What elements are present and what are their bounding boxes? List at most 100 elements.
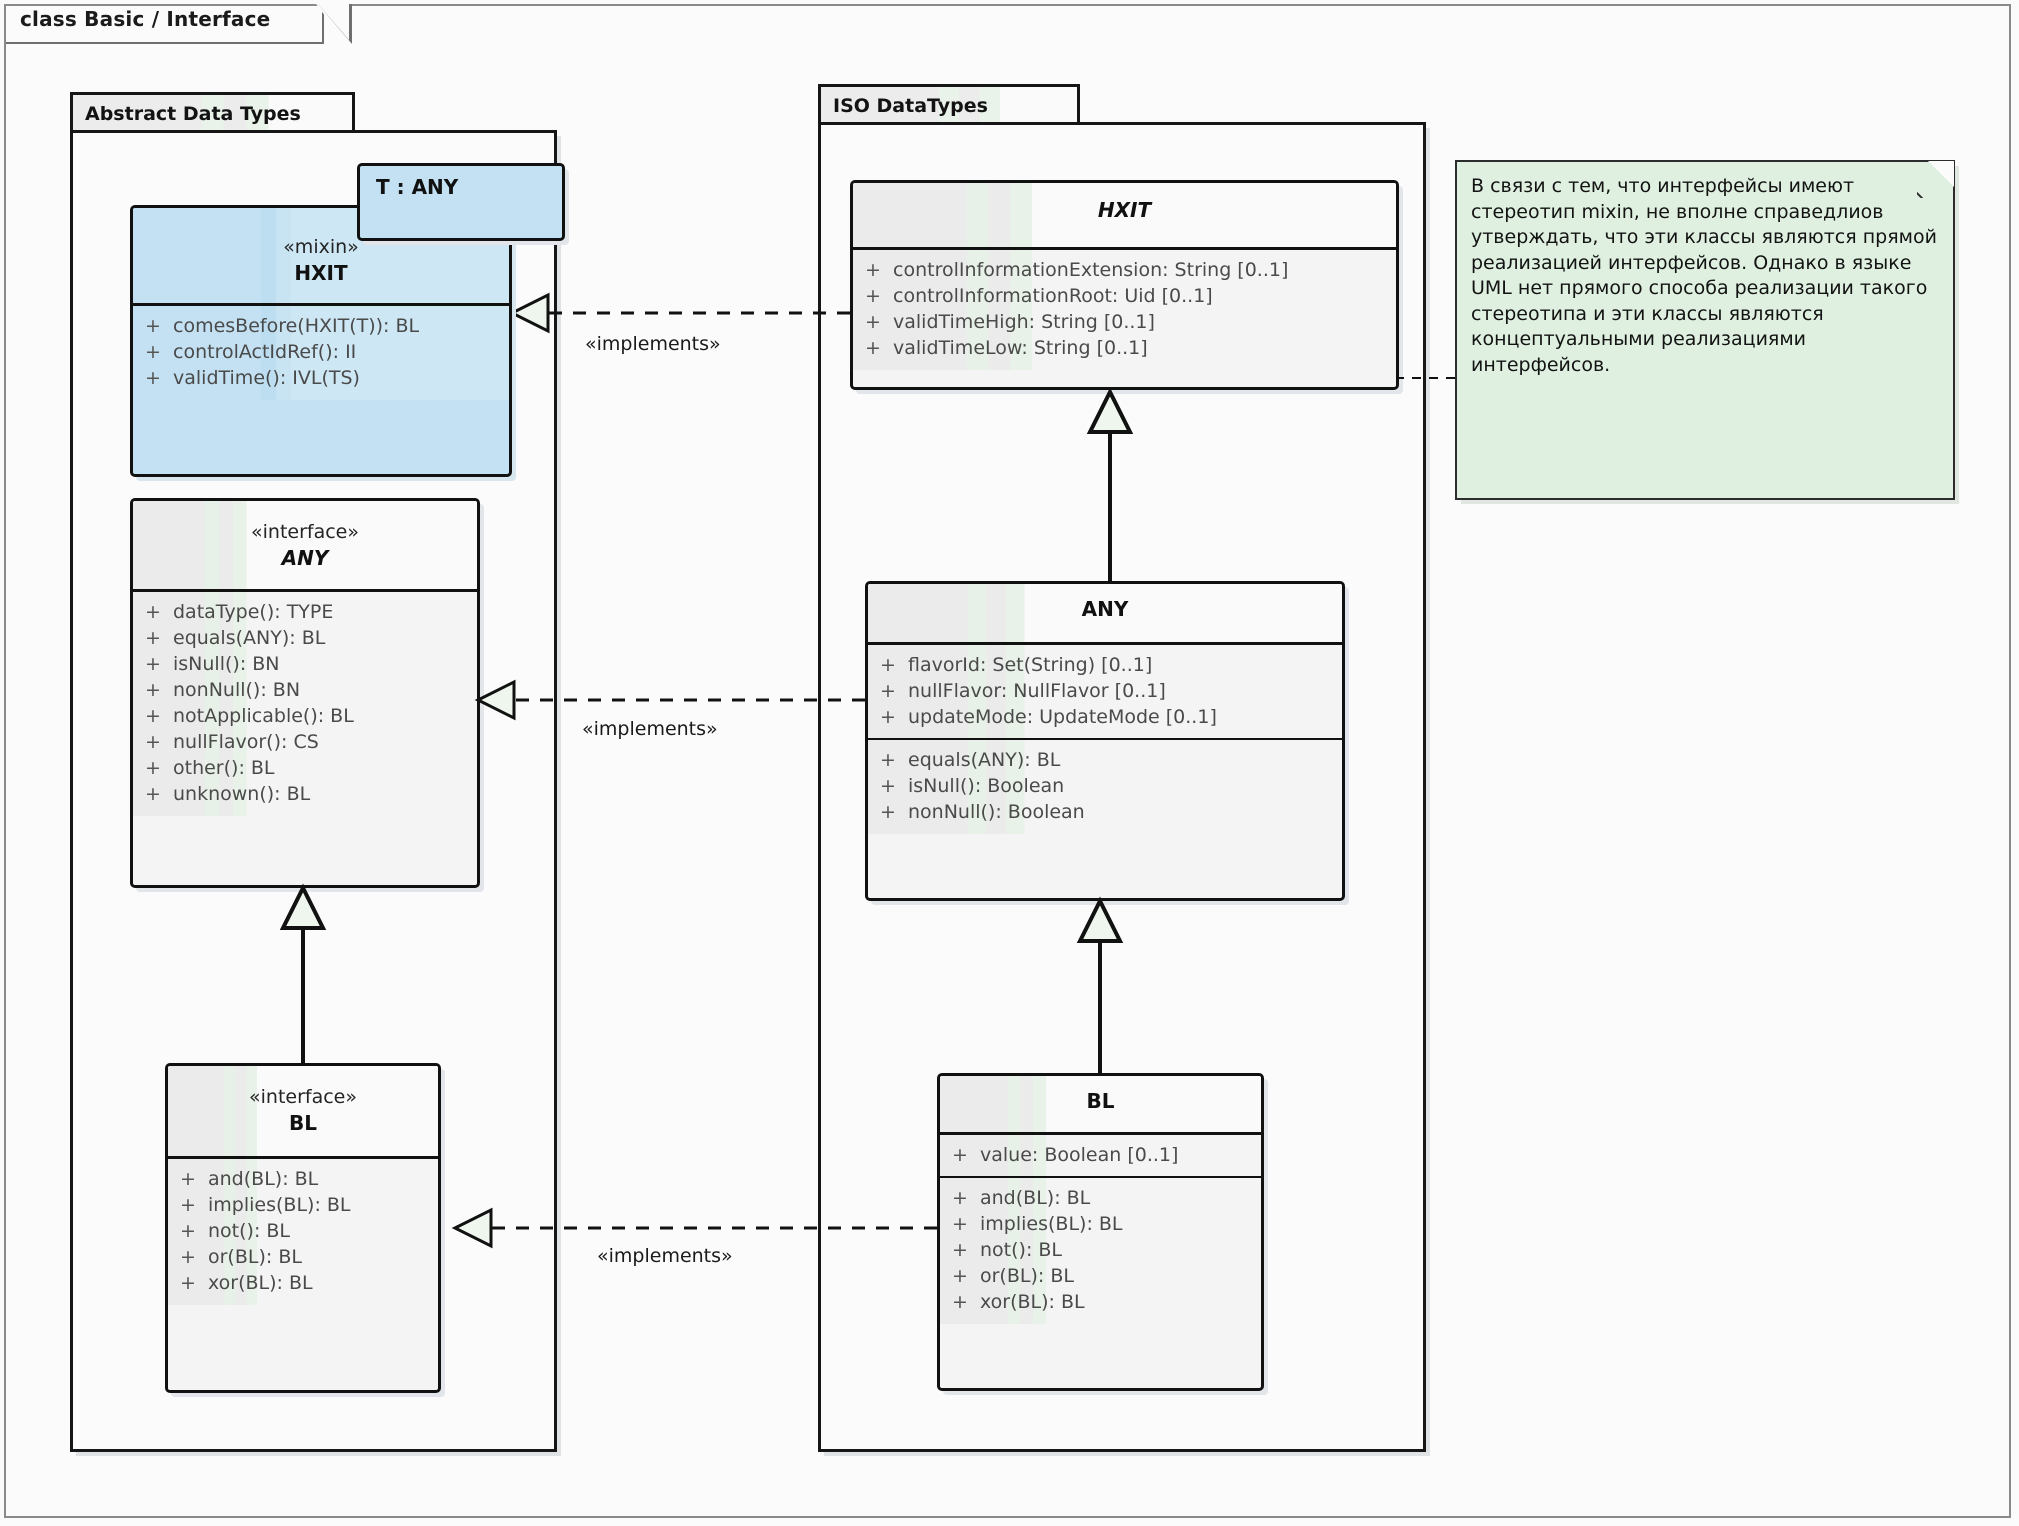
feature-text: xor(BL): BL xyxy=(980,1291,1085,1313)
feature-text: flavorId: Set(String) [0..1] xyxy=(908,654,1153,676)
visibility-marker: + xyxy=(865,337,881,359)
feature-text: implies(BL): BL xyxy=(208,1194,351,1216)
class-feature: +or(BL): BL xyxy=(940,1263,1261,1289)
class-feature: + implies(BL): BL xyxy=(940,1211,1261,1237)
visibility-marker: + xyxy=(880,775,896,797)
class-feature: +isNull(): BN xyxy=(133,651,477,677)
class-feature: + xor(BL): BL xyxy=(168,1270,438,1296)
package-title-abstract-data-types: Abstract Data Types xyxy=(85,103,301,125)
visibility-marker: + xyxy=(180,1194,196,1216)
class-feature: +controlInformationExtension: String [0.… xyxy=(853,257,1396,283)
feature-text: and(BL): BL xyxy=(208,1168,319,1190)
visibility-marker: + xyxy=(180,1272,196,1294)
visibility-marker: + xyxy=(145,679,161,701)
class-operations-compartment: + and(BL): BL + implies(BL): BL + not(): BL… xyxy=(168,1159,438,1305)
class-iso-any[interactable]: ANY + flavorId: Set(String) [0..1] + nullF… xyxy=(865,581,1345,901)
feature-text: notApplicable(): BL xyxy=(173,705,354,727)
class-name: BL xyxy=(1086,1089,1115,1113)
visibility-marker: + xyxy=(880,680,896,702)
class-feature: +updateMode: UpdateMode [0..1] xyxy=(868,704,1342,730)
realization-label-bl: «implements» xyxy=(597,1245,733,1267)
diagram-title: class Basic / Interface xyxy=(20,7,271,31)
visibility-marker: + xyxy=(180,1220,196,1242)
class-stereotype: «interface» xyxy=(251,521,359,543)
visibility-marker: + xyxy=(880,654,896,676)
visibility-marker: + xyxy=(865,285,881,307)
class-feature: +nonNull(): BN xyxy=(133,677,477,703)
class-feature: + validTimeHigh: String [0..1] xyxy=(853,309,1396,335)
class-header: «interface» ANY xyxy=(133,501,477,589)
feature-text: nonNull(): Boolean xyxy=(908,801,1085,823)
class-header: ANY xyxy=(868,584,1342,642)
class-feature: +nonNull(): Boolean xyxy=(868,799,1342,825)
compartment-separator xyxy=(940,1132,1261,1135)
class-feature: + nullFlavor(): CS xyxy=(133,729,477,755)
feature-text: unknown(): BL xyxy=(173,783,311,805)
feature-text: or(BL): BL xyxy=(980,1265,1074,1287)
visibility-marker: + xyxy=(145,783,161,805)
compartment-separator xyxy=(853,247,1396,250)
class-feature: +equals(ANY): BL xyxy=(868,747,1342,773)
feature-text: implies(BL): BL xyxy=(980,1213,1123,1235)
class-feature: + other(): BL xyxy=(133,755,477,781)
feature-text: comesBefore(HXIT(T)): BL xyxy=(173,315,420,337)
class-feature: +notApplicable(): BL xyxy=(133,703,477,729)
visibility-marker: + xyxy=(880,706,896,728)
visibility-marker: + xyxy=(180,1168,196,1190)
class-attributes-compartment: + flavorId: Set(String) [0..1] + nullFlavo… xyxy=(868,645,1342,738)
visibility-marker: + xyxy=(865,311,881,333)
class-iso-bl[interactable]: BL + value: Boolean [0..1] + and(BL): BL +… xyxy=(937,1073,1264,1391)
feature-text: other(): BL xyxy=(173,757,275,779)
feature-text: and(BL): BL xyxy=(980,1187,1091,1209)
feature-text: nullFlavor: NullFlavor [0..1] xyxy=(908,680,1166,702)
feature-text: validTimeHigh: String [0..1] xyxy=(893,311,1155,333)
visibility-marker: + xyxy=(952,1144,968,1166)
class-header: «interface» BL xyxy=(168,1066,438,1156)
visibility-marker: + xyxy=(145,653,161,675)
class-operations-compartment: +comesBefore(HXIT(T)): BL +controlActIdR… xyxy=(133,306,509,400)
feature-text: nullFlavor(): CS xyxy=(173,731,319,753)
compartment-separator xyxy=(868,738,1342,740)
class-feature: + dataType(): TYPE xyxy=(133,599,477,625)
class-stereotype: «interface» xyxy=(249,1086,357,1108)
class-name: BL xyxy=(289,1111,317,1135)
class-feature: +xor(BL): BL xyxy=(940,1289,1261,1315)
class-feature: +controlActIdRef(): II xyxy=(133,339,509,365)
class-feature: + not(): BL xyxy=(168,1218,438,1244)
visibility-marker: + xyxy=(145,627,161,649)
class-attributes-compartment: +controlInformationExtension: String [0.… xyxy=(853,250,1396,370)
class-header: HXIT xyxy=(853,183,1396,247)
class-abstract-any[interactable]: «interface» ANY +dataType(): TYPE +equal… xyxy=(130,498,480,888)
feature-text: xor(BL): BL xyxy=(208,1272,313,1294)
visibility-marker: + xyxy=(145,601,161,623)
feature-text: dataType(): TYPE xyxy=(173,601,334,623)
visibility-marker: + xyxy=(952,1213,968,1235)
class-abstract-hxit[interactable]: «mixin» HXIT +comesBefore(HXIT(T)): BL +… xyxy=(130,205,512,477)
class-operations-compartment: +equals(ANY): BL +isNull(): Boolean +non… xyxy=(868,740,1342,834)
compartment-separator xyxy=(168,1156,438,1159)
class-operations-compartment: +dataType(): TYPE +equals(ANY): BL +isNu… xyxy=(133,592,477,816)
class-feature: +comesBefore(HXIT(T)): BL xyxy=(133,313,509,339)
visibility-marker: + xyxy=(952,1187,968,1209)
feature-text: value: Boolean [0..1] xyxy=(980,1144,1179,1166)
visibility-marker: + xyxy=(880,749,896,771)
feature-text: not(): BL xyxy=(208,1220,291,1242)
class-name: HXIT xyxy=(1097,198,1152,222)
class-feature: +or(BL): BL xyxy=(168,1244,438,1270)
realization-label-hxit: «implements» xyxy=(585,333,721,355)
feature-text: validTime(): IVL(TS) xyxy=(173,367,360,389)
visibility-marker: + xyxy=(865,259,881,281)
class-feature: +validTimeLow: String [0..1] xyxy=(853,335,1396,361)
visibility-marker: + xyxy=(145,757,161,779)
class-feature: +controlInformationRoot: Uid [0..1] xyxy=(853,283,1396,309)
frame-tab-corner-inner xyxy=(318,4,349,40)
class-feature: + nullFlavor: NullFlavor [0..1] xyxy=(868,678,1342,704)
template-parameter-label: T : ANY xyxy=(376,175,459,199)
class-stereotype: «mixin» xyxy=(283,236,359,258)
class-feature: + and(BL): BL xyxy=(940,1185,1261,1211)
class-abstract-bl[interactable]: «interface» BL + and(BL): BL + implies(BL)… xyxy=(165,1063,441,1393)
class-iso-hxit[interactable]: HXIT +controlInformationExtension: Strin… xyxy=(850,180,1399,390)
realization-label-any: «implements» xyxy=(582,718,718,740)
package-tab-fill xyxy=(73,95,352,132)
visibility-marker: + xyxy=(145,731,161,753)
